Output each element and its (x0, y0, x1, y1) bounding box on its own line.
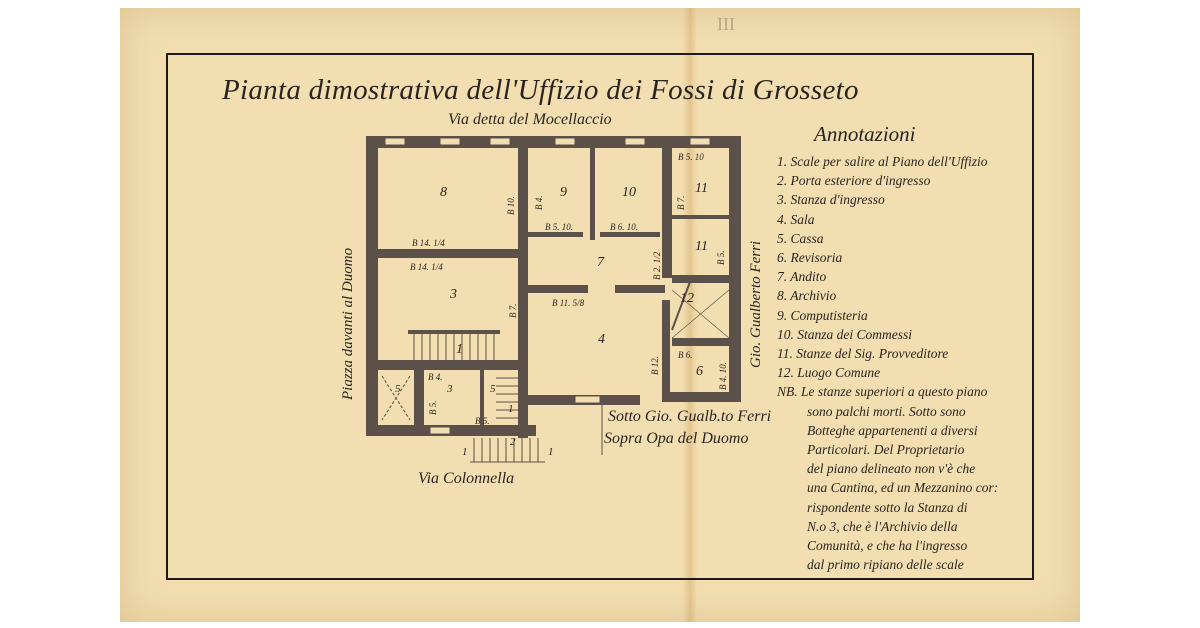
room-numbers: 8 9 10 11 11 7 3 1 4 12 6 5 3 5 1 2 1 1 (395, 181, 708, 458)
dimension-label: B 5. 10. (545, 222, 573, 232)
staircase (381, 281, 730, 463)
dimension-label: B 7. (508, 304, 518, 319)
note-line: del piano delineato non v'è che (807, 461, 976, 477)
street-bottom: Via Colonnella (418, 470, 515, 487)
walls (366, 136, 741, 438)
plan-frame (166, 53, 1034, 580)
room-number: 12 (680, 291, 694, 306)
note-line: Botteghe appartenenti a diversi (807, 422, 978, 438)
note-line: una Cantina, ed un Mezzanino cor: (807, 480, 999, 496)
room-number: 2 (510, 436, 516, 448)
windows (384, 137, 711, 435)
note-line: N.o 3, che è l'Archivio della (807, 518, 958, 534)
dimension-label: B 5. 10 (678, 152, 704, 162)
note-line: NB. Le stanze superiori a questo piano (777, 384, 988, 400)
room-number: 9 (560, 185, 567, 200)
note-line: Particolari. Del Proprietario (807, 442, 965, 458)
annotation-item: 11. Stanze del Sig. Provveditore (777, 346, 949, 362)
annotation-item: 1. Scale per salire al Piano dell'Uffizi… (777, 154, 988, 169)
note-line: Comunità, e che ha l'ingresso (807, 538, 968, 554)
annotation-item: 4. Sala (777, 211, 815, 227)
annotation-item: 12. Luogo Comune (777, 365, 881, 381)
note-line: sono palchi morti. Sotto sono (807, 403, 966, 419)
room-number: 11 (695, 239, 708, 254)
annotation-item: 5. Cassa (777, 230, 824, 246)
dimension-label: B 6. (678, 350, 693, 360)
neighbour-below-2: Sopra Opa del Duomo (604, 430, 749, 447)
dimension-label: B 10. (506, 196, 516, 215)
note-line: rispondente sotto la Stanza di (807, 499, 968, 515)
room-number: 1 (508, 403, 514, 415)
plan-title: Pianta dimostrativa dell'Uffizio dei Fos… (222, 74, 859, 106)
room-number: 5 (490, 383, 496, 395)
dimension-label: B 11. 5/8 (552, 298, 585, 308)
street-top: Via detta del Mocellaccio (448, 111, 612, 128)
annotation-item: 9. Computisteria (777, 307, 868, 323)
neighbour-below-1: Sotto Gio. Gualb.to Ferri (608, 408, 772, 425)
annotation-item: 7. Andito (777, 269, 827, 285)
room-number: 11 (695, 181, 708, 196)
dimension-label: B 5. (716, 251, 726, 266)
dimension-label: B 12. (650, 356, 660, 375)
dimension-label: B 14. 1/4 (412, 238, 445, 248)
paper-sheet (120, 8, 1080, 622)
dimension-label: B 7. (676, 196, 686, 211)
dimension-label: B 2. 1/2 (652, 251, 662, 280)
dimension-labels: B 14. 1/4 B 14. 1/4 B 10. B 4. B 5. 10. … (410, 152, 728, 426)
annotation-note: NB. Le stanze superiori a questo piano s… (777, 382, 1027, 574)
room-number: 1 (548, 446, 554, 458)
room-number: 1 (456, 342, 463, 357)
annotation-item: 8. Archivio (777, 288, 837, 304)
room-number: 4 (598, 332, 605, 347)
room-number: 6 (696, 364, 703, 379)
dimension-label: B 4. 10. (718, 362, 728, 390)
paper-fold (683, 8, 697, 622)
annotation-item: 6. Revisoria (777, 250, 843, 266)
annotation-item: 2. Porta esteriore d'ingresso (777, 173, 931, 189)
dimension-label: B 5. (475, 416, 490, 426)
note-line: dal primo ripiano delle scale (807, 557, 964, 573)
room-number: 1 (462, 446, 468, 458)
annotations-heading: Annotazioni (814, 122, 916, 146)
dimension-label: B 14. 1/4 (410, 262, 443, 272)
annotations-list: 1. Scale per salire al Piano dell'Uffizi… (777, 152, 1027, 574)
room-number: 7 (597, 255, 605, 270)
dimension-label: B 4. (428, 372, 443, 382)
room-number: 5 (395, 383, 401, 395)
dimension-label: B 6. 10. (610, 222, 638, 232)
room-number: 10 (622, 185, 636, 200)
dimension-label: B 5. (428, 401, 438, 416)
room-number: 3 (446, 383, 453, 395)
room-number: 3 (449, 287, 457, 302)
room-number: 8 (440, 185, 447, 200)
annotation-item: 3. Stanza d'ingresso (777, 192, 885, 208)
shelf-mark: III (717, 14, 735, 34)
annotation-item: 10. Stanza dei Commessi (777, 326, 912, 342)
dimension-label: B 4. (534, 196, 544, 211)
